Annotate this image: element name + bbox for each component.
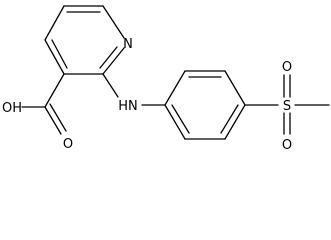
bond-c2-nh: [102, 73, 119, 98]
bond-c2-n-inner: [99, 46, 118, 69]
bond-carboxyl-c-o-double-2: [49, 103, 67, 132]
bond-ar-6-1-inner: [171, 104, 190, 134]
atom-label-sulfonyl-o-bottom: O: [282, 138, 292, 153]
bond-c5-c4: [44, 5, 65, 41]
amine-linker: [102, 73, 166, 106]
chemical-structure-diagram: N HN OH O S O O: [2, 5, 330, 153]
bond-ar-4-5: [224, 104, 246, 140]
bond-c4-c3-inner: [51, 39, 68, 69]
bond-ar-1-2: [164, 70, 186, 106]
bond-n-c6: [102, 5, 125, 39]
bond-c4-c3: [44, 39, 65, 75]
atom-label-carboxyl-oh: OH: [2, 101, 22, 116]
bond-ar-4-5-inner: [220, 104, 239, 134]
bond-c2-n: [102, 47, 125, 75]
bond-ar-3-4: [224, 70, 246, 106]
bond-carboxyl-c-o-double-1: [44, 106, 62, 135]
benzene-ring: [164, 70, 246, 140]
bond-ar-6-1: [164, 104, 186, 140]
atom-label-amine-nh: HN: [118, 99, 138, 114]
pyridine-ring: [44, 5, 125, 75]
bond-c3-carboxyl-c: [44, 73, 65, 108]
atom-label-pyridine-n: N: [123, 37, 133, 52]
methylsulfonyl-group: [244, 74, 330, 135]
atom-label-sulfonyl-o-top: O: [282, 60, 292, 75]
carboxylic-acid-group: [21, 73, 67, 135]
atom-label-carbonyl-o: O: [63, 137, 73, 152]
atom-label-sulfur: S: [283, 99, 291, 114]
